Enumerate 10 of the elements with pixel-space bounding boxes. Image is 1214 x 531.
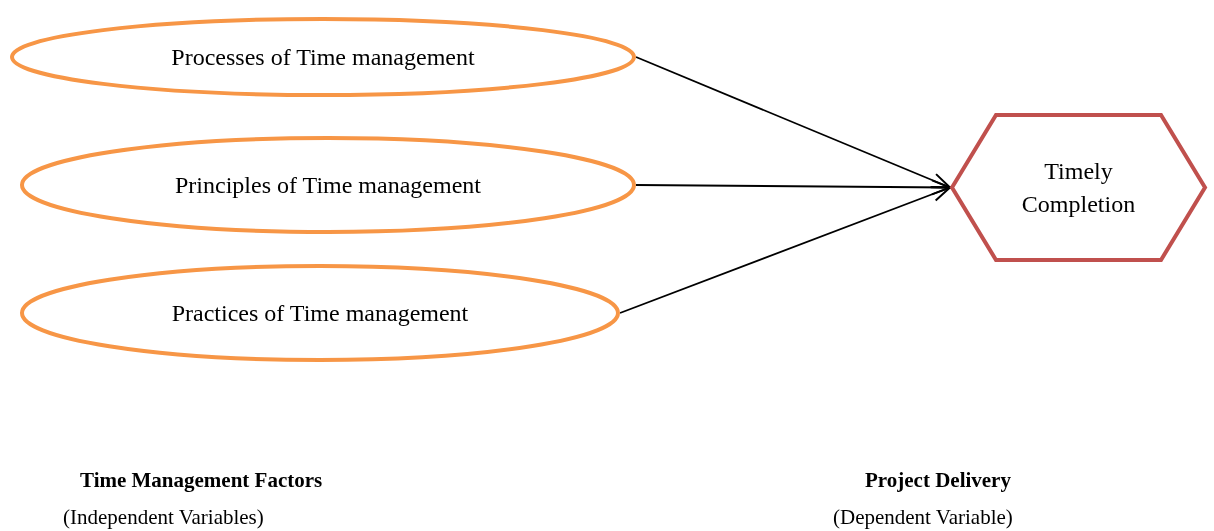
- node-label: Practices of Time management: [171, 298, 469, 328]
- arrow: [635, 56, 951, 189]
- group-subtitle: (Independent Variables): [63, 505, 264, 530]
- group-heading: Time Management Factors: [80, 468, 323, 493]
- node-label: Processes of Time management: [171, 42, 475, 72]
- arrow: [619, 186, 951, 314]
- group-subtitle: (Dependent Variable): [833, 505, 1013, 530]
- node-label: Timely Completion: [1020, 157, 1137, 219]
- node-label: Principles of Time management: [175, 170, 481, 200]
- group-heading: Project Delivery: [865, 468, 1011, 493]
